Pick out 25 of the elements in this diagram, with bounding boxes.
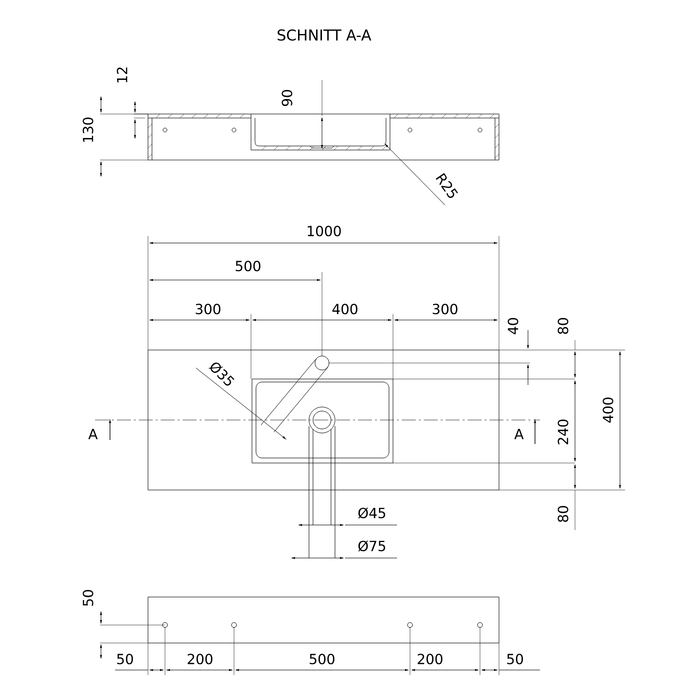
dimension-label: A	[88, 428, 98, 440]
dimension-label: 130	[82, 118, 94, 142]
dimension-label: 90	[282, 90, 292, 106]
dimension-label: 400	[602, 398, 614, 423]
dimension-label: 50	[117, 654, 133, 664]
dimension-label: 50	[82, 590, 94, 606]
dimension-label: 80	[558, 318, 568, 334]
dimension-label: 50	[507, 654, 523, 664]
dimension-label: 1000	[308, 226, 341, 236]
dimension-label: 300	[432, 304, 458, 314]
dimension-label: 240	[558, 420, 568, 444]
dimension-label: Ø75	[358, 540, 386, 552]
dimension-label: 400	[332, 304, 358, 314]
title: SCHNITT A-A	[278, 29, 372, 41]
dimension-label: 80	[558, 506, 568, 522]
dimension-label: Ø45	[358, 507, 386, 519]
dimension-label: 200	[188, 654, 212, 664]
dimension-label: 500	[236, 260, 260, 272]
dimension-label: 40	[508, 318, 518, 334]
dimension-label: 300	[196, 304, 220, 314]
dimension-label: A	[514, 428, 524, 440]
dimension-label: 12	[116, 68, 128, 82]
dimension-label: Ø35	[208, 362, 234, 386]
dimension-label: 200	[418, 654, 442, 664]
dimension-label: 500	[310, 654, 334, 664]
